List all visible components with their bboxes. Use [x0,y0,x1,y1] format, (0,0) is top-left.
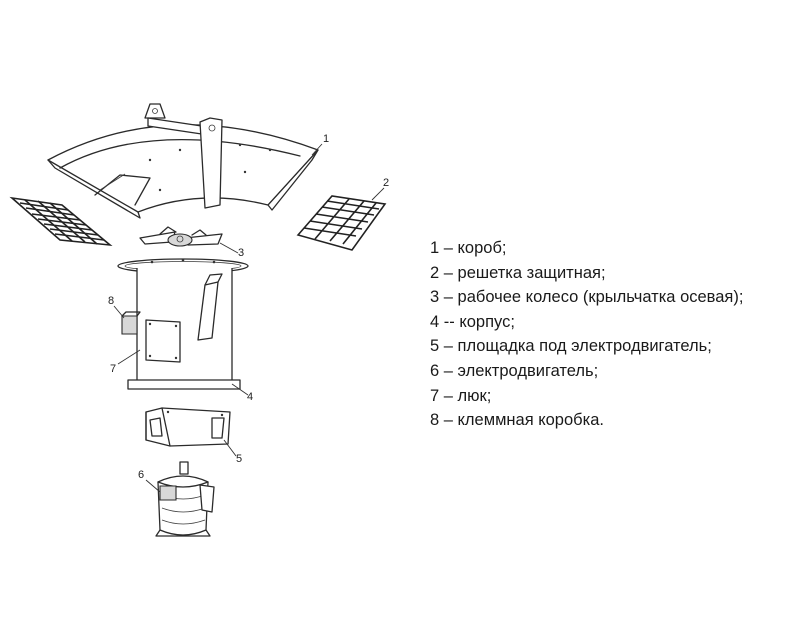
legend-item-terminal-box: 8 – клеммная коробка. [430,411,604,430]
grille-left-part [9,196,113,247]
callout-7-leader [117,349,141,365]
callout-6: 6 [138,469,144,481]
callout-1: 1 [323,133,329,145]
hood-part [47,103,319,219]
callout-1-leader [311,143,323,156]
legend-item-protective-grille: 2 – решетка защитная; [430,263,606,282]
callout-2-leader [371,187,385,201]
grille-right-part [296,195,387,251]
electric-motor-part [155,461,215,537]
callout-4: 4 [247,391,253,403]
callout-2: 2 [383,177,389,189]
legend-item-motor-platform: 5 – площадка под электродвигатель; [430,337,712,356]
impeller-part [139,226,223,247]
callout-7: 7 [110,363,116,375]
callout-8-leader [113,305,125,319]
legend-item-hood: 1 – короб; [430,239,507,257]
parts-legend: 1 – короб; 2 – решетка защитная; 3 – раб… [430,236,743,433]
callout-3-leader [219,242,239,254]
callout-3: 3 [238,247,244,259]
legend-item-housing: 4 -- корпус; [430,312,515,331]
terminal-box-part [121,311,141,335]
callout-5: 5 [236,453,242,465]
legend-item-impeller: 3 – рабочее колесо (крыльчатка осевая); [430,288,744,307]
callout-4-leader [231,383,249,396]
hatch-part [145,319,181,363]
legend-item-electric-motor: 6 – электродвигатель; [430,361,599,380]
callout-6-leader [145,479,161,493]
motor-platform-part [145,407,231,447]
callout-8: 8 [108,295,114,307]
legend-item-hatch: 7 – люк; [430,386,492,405]
callout-5-leader [223,439,237,457]
